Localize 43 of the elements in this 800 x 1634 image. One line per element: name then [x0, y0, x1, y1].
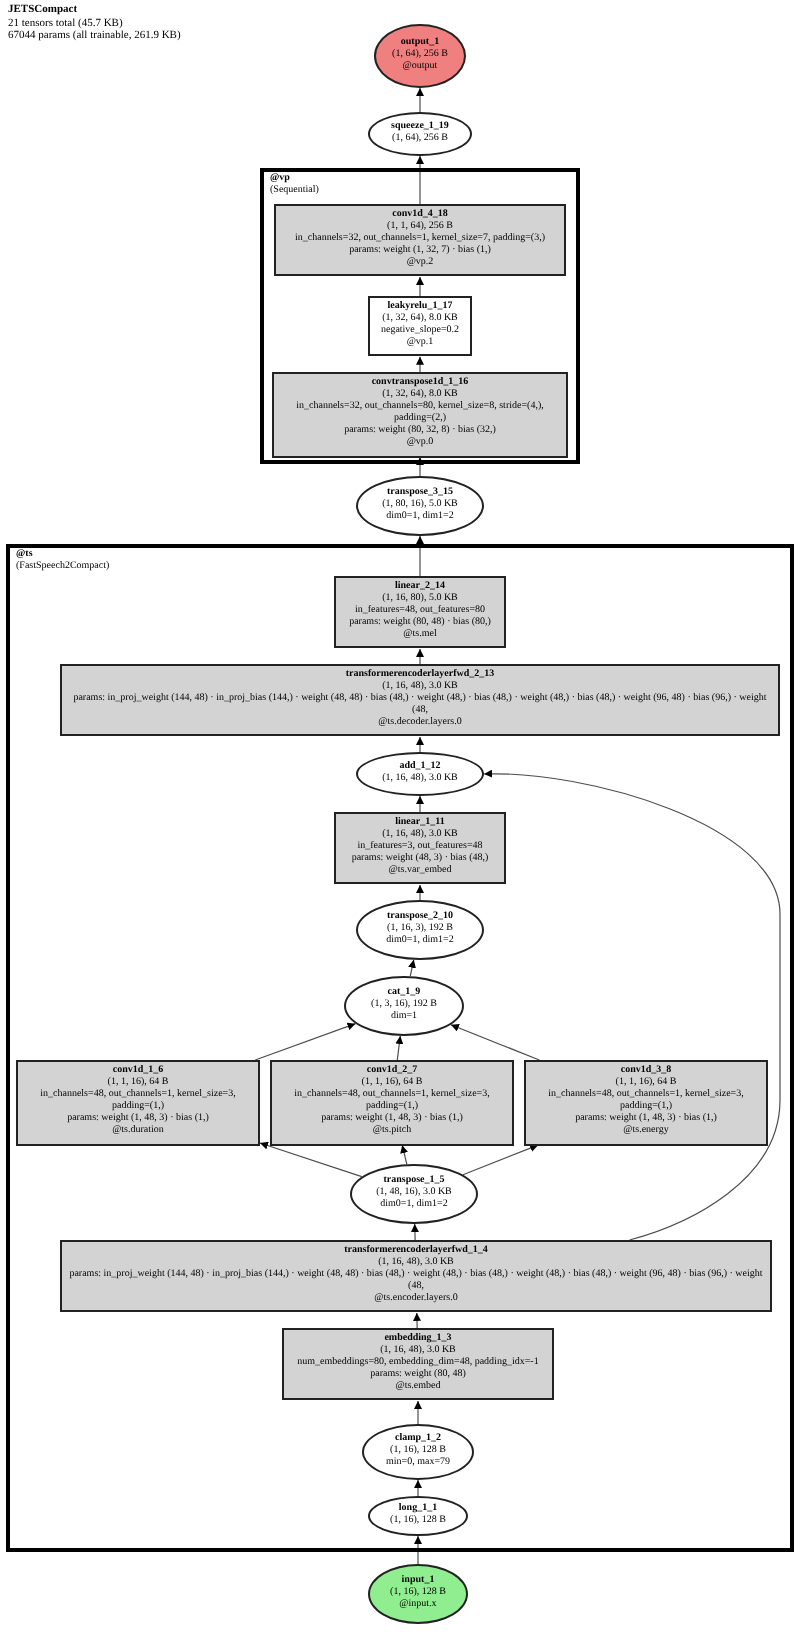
module-frame [6, 544, 794, 1552]
arrow [416, 87, 424, 113]
arrow [416, 736, 424, 753]
input-ellipse [368, 1564, 468, 1624]
arrow [254, 1022, 357, 1061]
op-ellipse [350, 1164, 478, 1224]
layer-box [270, 1060, 514, 1146]
arrow [400, 1144, 408, 1165]
op-ellipse [344, 976, 464, 1036]
arrow [259, 1141, 363, 1178]
arrow [416, 648, 424, 665]
op-ellipse [368, 1496, 468, 1536]
arrow [416, 884, 424, 901]
layer-box [282, 1328, 554, 1401]
arrow [416, 456, 424, 477]
arrow [416, 535, 424, 577]
layer-box [60, 664, 780, 737]
module-frame [260, 168, 580, 464]
layer-box [368, 296, 472, 357]
op-ellipse [362, 1424, 474, 1480]
arrow [410, 1223, 419, 1241]
layer-box [524, 1060, 768, 1146]
arrow [483, 770, 781, 1241]
arrow [413, 1312, 421, 1329]
layer-box [334, 576, 506, 649]
arrow [462, 1144, 539, 1176]
arrow [414, 1479, 422, 1497]
arrow [450, 1023, 540, 1061]
layer-box [60, 1240, 772, 1313]
arrow [414, 1535, 422, 1565]
layer-box [272, 372, 568, 458]
arrow [414, 1400, 422, 1425]
output-ellipse [374, 24, 466, 88]
arrow [408, 959, 416, 977]
arrow [395, 1035, 404, 1061]
op-ellipse [368, 112, 472, 156]
layer-box [16, 1060, 260, 1146]
arrow [416, 795, 424, 813]
arrow [416, 356, 424, 373]
arrow [416, 155, 424, 205]
layer-box [274, 204, 566, 277]
layer-box [334, 812, 506, 885]
arrow [416, 276, 424, 297]
